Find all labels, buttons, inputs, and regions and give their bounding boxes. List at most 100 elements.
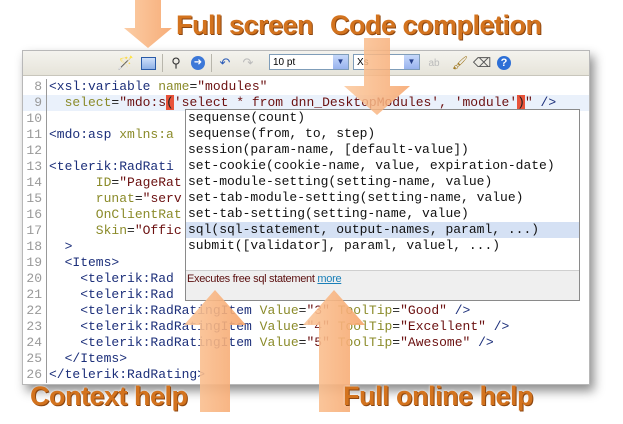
language-select[interactable]: Xs▼ <box>353 54 420 70</box>
code-line[interactable]: 20 <telerik:Rad <box>23 271 589 287</box>
code-token: > <box>49 239 73 254</box>
code-token: name <box>158 79 190 94</box>
chevron-down-icon: ▼ <box>404 55 419 69</box>
completion-item[interactable]: set-module-setting(setting-name, value) <box>188 174 493 189</box>
code-area[interactable]: 8<xsl:variable name="modules"9 select="m… <box>23 79 589 383</box>
code-token: = <box>111 95 120 110</box>
completion-item[interactable]: sequense(from, to, step) <box>188 126 376 141</box>
completion-item[interactable]: set-tab-setting(setting-name, value) <box>188 206 469 221</box>
completion-item[interactable]: set-cookie(cookie-name, value, expiratio… <box>188 158 555 173</box>
code-token: <Items> <box>49 255 120 270</box>
line-number: 9 <box>23 95 47 111</box>
code-token: "mdo:s <box>119 95 167 110</box>
code-token: </telerik:RadRating> <box>49 367 206 382</box>
find-icon[interactable]: ⚲ <box>171 55 181 70</box>
code-token: "Awesome" <box>400 335 471 350</box>
magic-wand-icon[interactable]: 🪄 <box>117 55 135 70</box>
code-line[interactable]: 12 <box>23 143 589 159</box>
code-token: <telerik:RadRatingItem <box>49 319 260 334</box>
line-number: 15 <box>23 191 47 207</box>
code-line[interactable]: 8<xsl:variable name="modules" <box>23 79 589 95</box>
line-number: 11 <box>23 127 47 143</box>
redo-icon[interactable]: ↷ <box>242 55 254 70</box>
bracket-highlight: ) <box>517 95 525 110</box>
code-token: /> <box>485 319 510 334</box>
line-number: 14 <box>23 175 47 191</box>
completion-item[interactable]: sequense(count) <box>188 110 306 125</box>
code-line[interactable]: 19 <Items> <box>23 255 589 271</box>
line-number: 12 <box>23 143 47 159</box>
arrow-down-icon <box>124 0 172 48</box>
code-token: = <box>392 303 401 318</box>
line-number: 13 <box>23 159 47 175</box>
line-number: 21 <box>23 287 47 303</box>
code-line[interactable]: 10 <box>23 111 589 127</box>
separator <box>162 54 163 72</box>
full-online-help-annotation: Full online help <box>343 381 534 411</box>
code-token: = <box>127 223 135 238</box>
code-line[interactable]: 25 </Items> <box>23 351 589 367</box>
line-number: 16 <box>23 207 47 223</box>
code-token: <mdo:asp <box>49 127 120 142</box>
completion-item[interactable]: set-tab-module-setting(setting-name, val… <box>188 190 524 205</box>
code-token: /> <box>470 335 494 350</box>
line-number: 23 <box>23 319 47 335</box>
context-help-text: Executes free sql statement <box>187 273 315 285</box>
code-token: " <box>524 95 533 110</box>
code-token: "modules" <box>197 79 268 94</box>
code-line[interactable]: 18 > <box>23 239 589 255</box>
help-button[interactable]: ? <box>495 54 513 72</box>
code-token: <telerik:RadRatingItem <box>49 303 260 318</box>
code-token: = <box>392 319 401 334</box>
line-number: 8 <box>23 79 47 95</box>
code-token: <telerik:RadRati <box>49 159 174 174</box>
spellcheck-icon[interactable]: ab <box>428 57 440 69</box>
code-line[interactable]: 17 Skin="Offic <box>23 223 589 239</box>
code-completion-popup: sequense(count)sequense(from, to, step)s… <box>185 109 580 301</box>
help-icon: ? <box>497 56 511 70</box>
code-line[interactable]: 21 <telerik:Rad <box>23 287 589 303</box>
code-token: ToolTip <box>337 319 393 334</box>
code-line[interactable]: 13<telerik:RadRati <box>23 159 589 175</box>
completion-item[interactable]: sql(sql-statement, output-names, paraml,… <box>186 222 579 238</box>
more-help-link[interactable]: more <box>317 273 342 285</box>
code-token: </Items> <box>49 351 128 366</box>
line-number: 26 <box>23 367 47 383</box>
code-line[interactable]: 15 runat="serv <box>23 191 589 207</box>
context-help-annotation: Context help <box>30 381 188 411</box>
code-line[interactable]: 23 <telerik:RadRatingItem Value="4" Tool… <box>23 319 589 335</box>
line-number: 25 <box>23 351 47 367</box>
toolbar: 🪄 ⚲ ➜ ↶ ↷ 10 pt▼ Xs▼ ab 🖌 ⌫ ? <box>23 51 589 76</box>
code-token: = <box>134 191 143 206</box>
code-token: 'select * from dnn_DesktopModules', 'mod… <box>173 95 518 110</box>
code-token: xmlns:a <box>119 127 174 142</box>
format-brush-icon[interactable]: 🖌 <box>451 55 469 70</box>
completion-list: sequense(count)sequense(from, to, step)s… <box>186 110 579 254</box>
code-token: <telerik:RadRatingItem <box>49 335 260 350</box>
undo-icon[interactable]: ↶ <box>219 55 231 70</box>
code-line[interactable]: 22 <telerik:RadRatingItem Value="3" Tool… <box>23 303 589 319</box>
full-screen-icon <box>140 56 156 70</box>
goto-button[interactable]: ➜ <box>189 54 207 72</box>
code-line[interactable]: 24 <telerik:RadRatingItem Value="5" Tool… <box>23 335 589 351</box>
code-token: "3" <box>306 303 338 318</box>
code-line[interactable]: 11<mdo:asp xmlns:a <box>23 127 589 143</box>
completion-item[interactable]: session(param-name, [default-value]) <box>188 142 469 157</box>
code-token: "Excellent" <box>400 319 486 334</box>
code-line[interactable]: 26</telerik:RadRating> <box>23 367 589 383</box>
font-size-select[interactable]: 10 pt▼ <box>269 54 349 70</box>
code-token: Skin <box>49 223 128 238</box>
line-number: 19 <box>23 255 47 271</box>
goto-icon: ➜ <box>191 56 205 70</box>
code-line[interactable]: 14 ID="PageRat <box>23 175 589 191</box>
code-line[interactable]: 16 OnClientRat <box>23 207 589 223</box>
completion-item[interactable]: submit([validator], paraml, valuel, ...) <box>188 238 501 253</box>
full-screen-button[interactable] <box>139 54 157 72</box>
code-token: = <box>392 335 401 350</box>
code-token: Value <box>259 335 299 350</box>
code-token: Value <box>259 303 299 318</box>
line-number: 18 <box>23 239 47 255</box>
code-token: = <box>111 175 120 190</box>
code-token: Value <box>259 319 299 334</box>
eraser-icon[interactable]: ⌫ <box>472 55 492 70</box>
